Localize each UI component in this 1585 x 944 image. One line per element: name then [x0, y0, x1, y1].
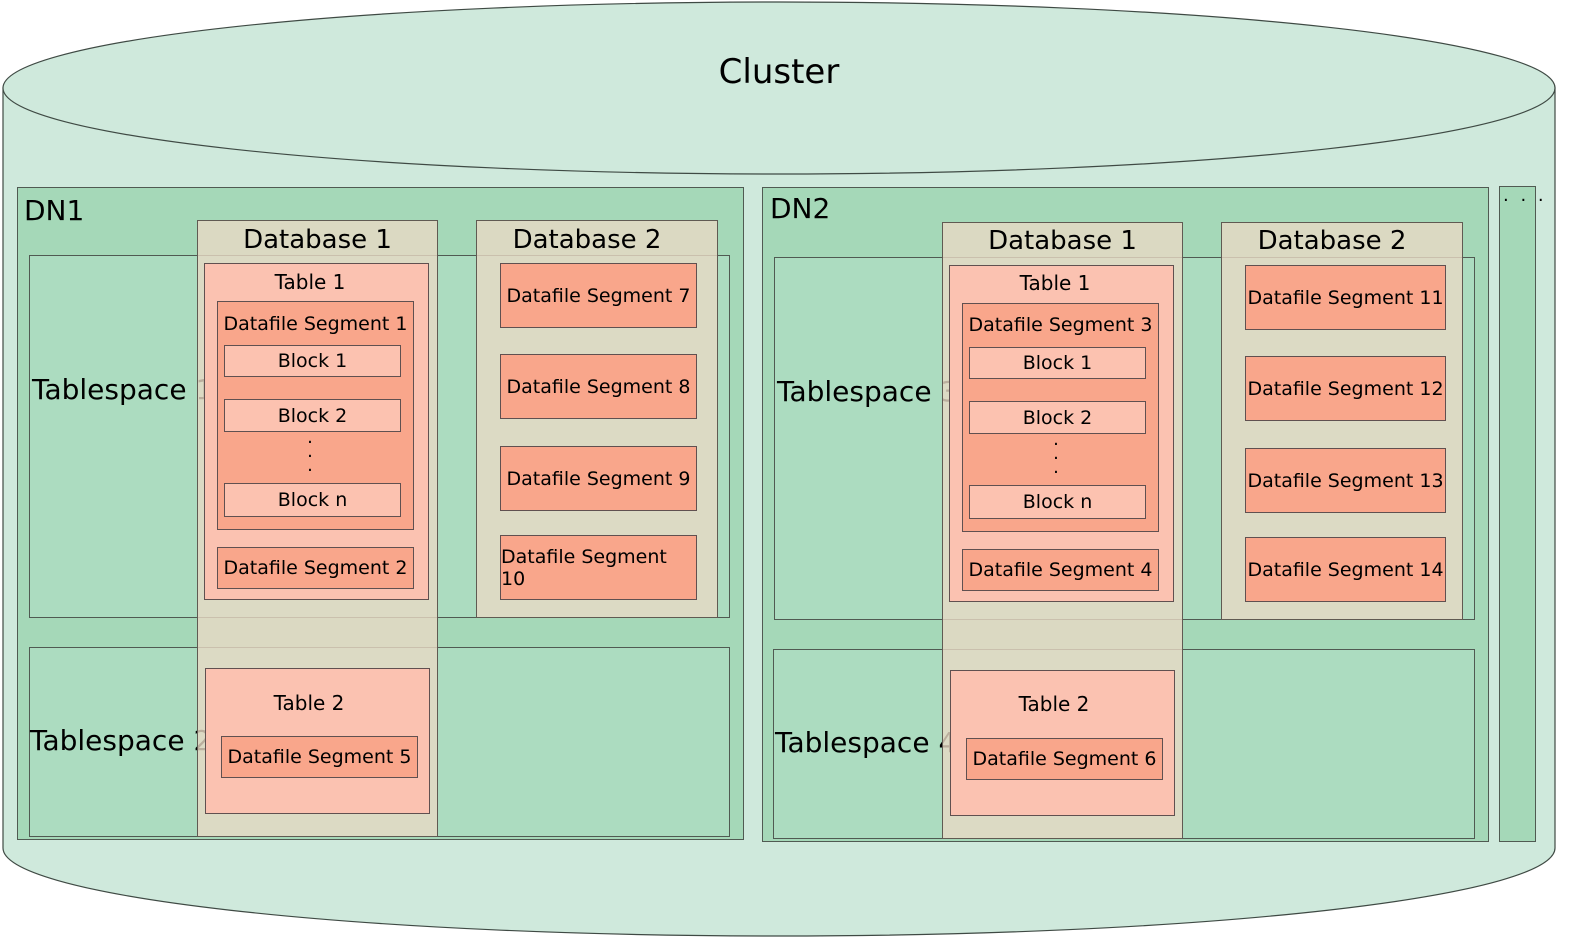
- dn1-block-2: Block 2: [224, 399, 401, 432]
- dn1-database-2-label: Database 2: [512, 225, 662, 255]
- datafile-segment-8: Datafile Segment 8: [500, 354, 697, 419]
- dn1-block-n: Block n: [224, 483, 401, 517]
- tablespace-2-label: Tablespace 2: [30, 724, 212, 757]
- cluster-title: Cluster: [718, 52, 840, 92]
- dn1-table-1-label: Table 1: [274, 270, 346, 294]
- datafile-segment-4: Datafile Segment 4: [962, 549, 1159, 591]
- more-data-nodes: [1499, 186, 1536, 842]
- dn2-block-1: Block 1: [969, 347, 1146, 379]
- datafile-segment-6: Datafile Segment 6: [966, 738, 1163, 780]
- dn1-block-1: Block 1: [224, 345, 401, 377]
- datafile-segment-12: Datafile Segment 12: [1245, 356, 1446, 421]
- dn2-table-1-label: Table 1: [1019, 271, 1091, 295]
- dn1-table-2-label: Table 2: [273, 691, 345, 715]
- datafile-segment-5: Datafile Segment 5: [221, 736, 418, 778]
- datafile-segment-9: Datafile Segment 9: [500, 446, 697, 511]
- datafile-segment-14: Datafile Segment 14: [1245, 537, 1446, 602]
- more-data-nodes-ellipsis: · · ·: [1503, 190, 1547, 211]
- tablespace-4-label: Tablespace 4: [775, 726, 957, 759]
- datafile-segment-10: Datafile Segment 10: [500, 535, 697, 600]
- datafile-segment-2: Datafile Segment 2: [217, 547, 414, 589]
- tablespace-3-label: Tablespace 3: [777, 375, 959, 408]
- dn2-database-1-label: Database 1: [988, 226, 1137, 256]
- dn2-block-n: Block n: [969, 485, 1146, 519]
- dn2-block-2: Block 2: [969, 401, 1146, 434]
- datafile-segment-11: Datafile Segment 11: [1245, 265, 1446, 330]
- dn2-block-ellipsis: ···: [1053, 434, 1059, 483]
- dn2-table-2-label: Table 2: [1018, 692, 1090, 716]
- dn1-block-ellipsis: ···: [307, 432, 313, 481]
- tablespace-1-label: Tablespace 1: [32, 373, 214, 406]
- cylinder-top: [2, 1, 1556, 175]
- datafile-segment-7: Datafile Segment 7: [500, 263, 697, 328]
- datafile-segment-1-label: Datafile Segment 1: [223, 313, 408, 335]
- dn1-label: DN1: [24, 194, 85, 227]
- datafile-segment-13: Datafile Segment 13: [1245, 448, 1446, 513]
- dn2-label: DN2: [770, 192, 831, 225]
- dn1-database-1-label: Database 1: [243, 225, 392, 255]
- dn2-database-2-label: Database 2: [1257, 226, 1407, 256]
- datafile-segment-3-label: Datafile Segment 3: [968, 314, 1153, 336]
